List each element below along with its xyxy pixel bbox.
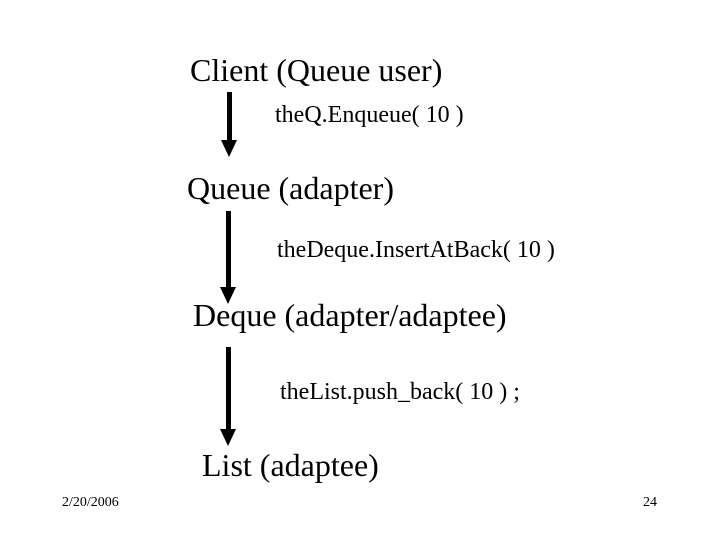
slide-number: 24 <box>643 495 657 510</box>
arrow-head <box>220 429 236 446</box>
call-label-insertatback: theDeque.InsertAtBack( 10 ) <box>277 237 555 263</box>
node-client: Client (Queue user) <box>190 52 443 88</box>
node-queue-adapter: Queue (adapter) <box>187 170 394 206</box>
node-deque-adapter-adaptee: Deque (adapter/adaptee) <box>193 297 507 333</box>
arrow-stem <box>226 92 232 140</box>
call-label-enqueue: theQ.Enqueue( 10 ) <box>275 102 464 128</box>
footer-date: 2/20/2006 <box>62 495 119 510</box>
down-arrow-icon <box>220 347 236 446</box>
arrow-head <box>221 140 237 157</box>
call-label-pushback: theList.push_back( 10 ) ; <box>280 379 520 405</box>
arrow-head <box>220 287 236 304</box>
down-arrow-icon <box>220 211 236 304</box>
down-arrow-icon <box>221 92 237 157</box>
arrow-stem <box>225 347 231 429</box>
node-list-adaptee: List (adaptee) <box>202 447 379 483</box>
arrow-stem <box>225 211 231 287</box>
